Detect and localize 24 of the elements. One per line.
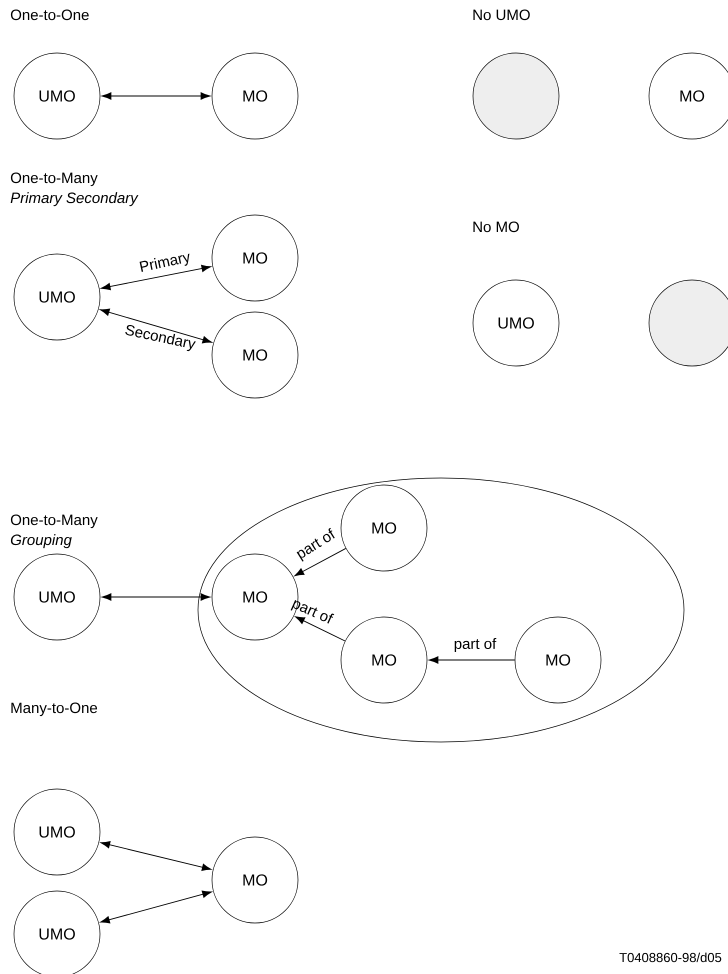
arrow [102,593,210,601]
edge-label: part of [454,638,496,652]
empty-circle [648,280,728,366]
empty-circle [472,52,560,140]
arrow [294,548,346,576]
edge-label: part of [296,528,335,562]
arrow [102,92,210,100]
section-heading: One-to-Many [10,172,98,186]
section-heading: Many-to-One [11,702,98,716]
arrow [428,656,516,664]
section-heading: Primary Secondary [10,192,138,206]
figure-id: T0408860-98/d05 [619,952,722,962]
arrow [100,264,212,290]
edge-label: part of [290,600,334,624]
arrow [100,841,212,871]
group-ellipse [198,478,684,742]
section-heading: No MO [473,222,519,232]
edge-label: Primary [140,254,190,272]
section-heading: One-to-Many [10,514,98,528]
section-heading: No UMO [473,10,530,20]
arrow [295,616,346,642]
section-heading: One-to-One [10,10,89,20]
arrow [100,890,212,924]
arrow [100,308,212,344]
